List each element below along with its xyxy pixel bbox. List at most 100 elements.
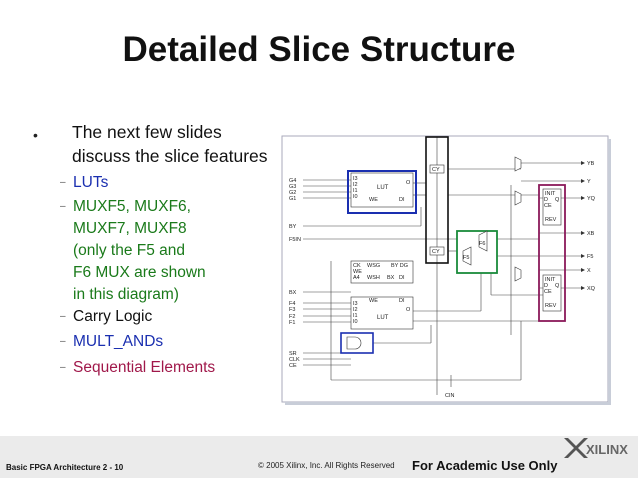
bullet-marker: • — [33, 127, 38, 143]
main-bullet-text: The next few slides discuss the slice fe… — [72, 122, 268, 166]
input-label: F5IN — [289, 237, 301, 243]
input-label: F2 — [289, 314, 295, 320]
output-label: F5 — [587, 254, 593, 260]
input-label: F4 — [289, 301, 295, 307]
lut-di-label: DI — [399, 197, 405, 203]
sub-bullet-item: –MULT_ANDs — [60, 331, 164, 353]
sub-bullet-line: LUTs — [73, 174, 109, 191]
ctrl-label: WE — [353, 269, 362, 275]
ff-label: Q — [555, 197, 560, 203]
mux-label: F6 — [479, 241, 485, 247]
top-lut-label: LUT — [377, 185, 389, 191]
input-label: G3 — [289, 184, 296, 190]
sub-bullet-line: Sequential Elements — [73, 359, 216, 376]
xilinx-logo: XILINX — [564, 438, 628, 458]
f5-mux — [462, 246, 472, 266]
output-arrow — [581, 179, 585, 183]
sub-bullet-line: MULT_ANDs — [73, 333, 164, 350]
bottom-lut-label: LUT — [377, 315, 389, 321]
lut-pin-label: I3 — [353, 301, 358, 307]
carry-mux-bottom — [429, 246, 445, 256]
ff-label: REV — [545, 303, 557, 309]
ctrl-label: WSG — [367, 263, 380, 269]
footer-academic-notice: For Academic Use Only — [412, 458, 558, 473]
mux-highlight — [456, 230, 498, 274]
slide-title: Detailed Slice Structure — [122, 30, 516, 69]
ctrl-label: A4 — [353, 275, 360, 281]
ff-label: Q — [555, 283, 560, 289]
input-label: CLK — [289, 357, 300, 363]
sub-bullet-dash: – — [60, 362, 66, 373]
input-label: G2 — [289, 190, 296, 196]
lut-pin-label: I1 — [353, 313, 358, 319]
sub-bullet-item: –Sequential Elements — [60, 357, 216, 379]
diagram-shadow-right — [608, 139, 611, 405]
ff-label: INIT — [545, 191, 556, 197]
sub-bullet-dash: – — [60, 311, 66, 322]
output-arrow — [581, 254, 585, 258]
input-label: F1 — [289, 320, 295, 326]
input-label: SR — [289, 351, 297, 357]
output-label: Y — [587, 179, 591, 185]
input-label: BX — [289, 290, 297, 296]
output-label: X — [587, 268, 591, 274]
output-label: YB — [587, 161, 595, 167]
lut-pin-label: I0 — [353, 319, 358, 325]
lut-pin-label: I2 — [353, 182, 358, 188]
bottom-lut-block — [350, 296, 414, 330]
footer-bar — [0, 436, 638, 478]
output-mux — [514, 266, 522, 282]
output-mux — [514, 190, 522, 206]
lut-we-label: WE — [369, 197, 378, 203]
flip-flop — [542, 188, 562, 226]
wiring — [303, 137, 581, 395]
diagram-shadow — [285, 402, 611, 405]
ff-label: REV — [545, 217, 557, 223]
lut-out-label: O — [406, 307, 411, 313]
output-arrow — [581, 231, 585, 235]
lut-pin-label: I3 — [353, 176, 358, 182]
input-label: BY — [289, 224, 297, 230]
ff-label: D — [544, 283, 548, 289]
sub-bullet-line: F6 MUX are shown — [73, 264, 206, 281]
input-label: G1 — [289, 196, 296, 202]
output-arrow — [581, 268, 585, 272]
ctrl-label: BX — [387, 275, 395, 281]
sub-bullet-line: in this diagram) — [73, 286, 179, 303]
ff-label: CE — [544, 289, 552, 295]
lut-di-label: DI — [399, 298, 405, 304]
lut-pin-label: I0 — [353, 194, 358, 200]
lut-pin-label: I1 — [353, 188, 358, 194]
sub-bullet-line: Carry Logic — [73, 308, 153, 325]
flip-flop — [542, 274, 562, 312]
carry-label: CY — [432, 167, 440, 173]
sub-bullet-line: MUXF5, MUXF6, — [73, 198, 191, 215]
sub-bullet-item: –LUTs — [60, 172, 109, 194]
ctrl-block — [350, 260, 414, 284]
output-arrow — [581, 286, 585, 290]
ctrl-label: BY DG — [391, 263, 408, 269]
lut-pin-label: I2 — [353, 307, 358, 313]
input-label: F3 — [289, 307, 295, 313]
carry-label: CY — [432, 249, 440, 255]
ctrl-label: CK — [353, 263, 361, 269]
output-mux — [514, 156, 522, 172]
and-gate — [346, 336, 362, 350]
footer-copyright: © 2005 Xilinx, Inc. All Rights Reserved — [258, 461, 395, 470]
ff-label: D — [544, 197, 548, 203]
cin-label: CIN — [445, 393, 455, 399]
mux-label: F5 — [463, 255, 469, 261]
output-arrow — [581, 161, 585, 165]
output-label: XQ — [587, 286, 596, 292]
ff-highlight — [538, 184, 566, 322]
lut-out-label: O — [406, 180, 411, 186]
carry-chain-highlight — [425, 136, 449, 264]
sub-bullet-dash: – — [60, 336, 66, 347]
sub-bullet-item: –MUXF5, MUXF6,MUXF7, MUXF8(only the F5 a… — [60, 196, 206, 306]
sub-bullet-dash: – — [60, 201, 66, 212]
sub-bullet-item: –Carry Logic — [60, 306, 153, 328]
ctrl-label: DI — [399, 275, 405, 281]
